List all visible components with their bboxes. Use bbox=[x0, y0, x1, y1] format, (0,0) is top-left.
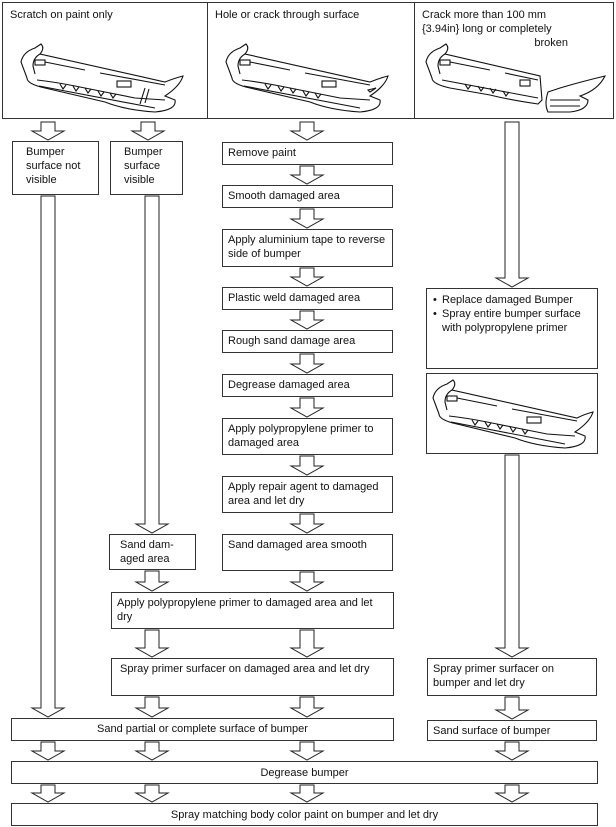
flow-arrow bbox=[289, 310, 325, 330]
step-text: Plastic weld damaged area bbox=[228, 292, 361, 304]
step-text: Bumper surface not visible bbox=[26, 146, 81, 186]
flow-arrow bbox=[289, 121, 325, 141]
flow-arrow bbox=[289, 353, 325, 374]
step-text: Apply repair agent to damaged area and l… bbox=[228, 481, 379, 507]
step-text: Sand partial or complete surface of bump… bbox=[97, 723, 308, 735]
flow-arrow bbox=[494, 454, 530, 658]
flow-arrow bbox=[289, 208, 325, 229]
header-broken-label-3: broken bbox=[534, 37, 568, 49]
flow-arrow bbox=[30, 784, 66, 803]
step-text: Spray primer surfacer on damaged area an… bbox=[120, 663, 370, 675]
header-broken-label-1: Crack more than 100 mm bbox=[422, 9, 547, 21]
flow-arrow bbox=[494, 741, 530, 761]
step-text: Apply polypropylene primer to damaged ar… bbox=[117, 597, 373, 623]
step-apply-primer-let-dry: Apply polypropylene primer to damaged ar… bbox=[111, 592, 394, 629]
step-spray-body-color: Spray matching body color paint on bumpe… bbox=[11, 803, 598, 826]
flow-arrow bbox=[289, 267, 325, 287]
flow-arrow bbox=[289, 397, 325, 418]
bullet-replace-bumper: Replace damaged Bumper bbox=[433, 293, 592, 307]
flow-arrow bbox=[289, 455, 325, 476]
header-hole-label: Hole or crack through surface bbox=[215, 9, 360, 21]
step-text: Remove paint bbox=[228, 147, 296, 159]
flow-arrow bbox=[134, 696, 170, 718]
step-remove-paint: Remove paint bbox=[222, 142, 393, 165]
bumper-scratch-illustration bbox=[20, 43, 184, 113]
flow-arrow bbox=[30, 121, 66, 141]
step-text: Smooth damaged area bbox=[228, 190, 340, 202]
step-spray-primer-bumper: Spray primer surfacer on bumper and let … bbox=[427, 658, 597, 696]
header-broken-label-2: {3.94in} long or completely bbox=[422, 23, 552, 35]
step-text: Rough sand damage area bbox=[228, 335, 356, 347]
step-text: Spray matching body color paint on bumpe… bbox=[170, 809, 439, 821]
step-text: Apply polypropylene primer to damaged ar… bbox=[228, 423, 374, 449]
flow-arrow bbox=[130, 121, 166, 141]
flow-arrow bbox=[494, 696, 530, 720]
step-bumper-surface-visible: Bumper surface visible bbox=[110, 141, 183, 195]
step-smooth-damaged-area: Smooth damaged area bbox=[222, 185, 393, 208]
new-bumper-frame bbox=[426, 373, 598, 454]
step-apply-repair-agent: Apply repair agent to damaged area and l… bbox=[222, 476, 393, 513]
flow-arrow bbox=[30, 741, 66, 761]
bumper-hole-illustration bbox=[225, 43, 389, 113]
step-degrease-damaged-area: Degrease damaged area bbox=[222, 374, 393, 397]
step-sand-partial-surface: Sand partial or complete surface of bump… bbox=[11, 718, 394, 741]
step-apply-polypropylene-primer-damaged: Apply polypropylene primer to damaged ar… bbox=[222, 418, 393, 455]
step-text: Degrease damaged area bbox=[228, 379, 350, 391]
step-replace-and-prime: Replace damaged Bumper Spray entire bump… bbox=[426, 288, 598, 369]
header-scratch-label: Scratch on paint only bbox=[10, 9, 113, 21]
step-sand-damaged-area-scratch: Sand dam-aged area bbox=[109, 534, 196, 570]
bullet-spray-primer: Spray entire bumper surface with polypro… bbox=[433, 307, 592, 335]
flow-arrow bbox=[494, 121, 530, 288]
flow-arrow bbox=[289, 629, 325, 658]
bumper-broken-illustration bbox=[425, 43, 607, 113]
flow-arrow bbox=[289, 571, 325, 592]
step-text: Sand damaged area smooth bbox=[228, 539, 367, 551]
step-spray-primer-damaged: Spray primer surfacer on damaged area an… bbox=[111, 658, 394, 696]
flow-arrow bbox=[289, 741, 325, 761]
new-bumper-illustration bbox=[432, 379, 594, 449]
flow-arrow bbox=[289, 696, 325, 718]
step-apply-aluminium-tape: Apply aluminium tape to reverse side of … bbox=[222, 229, 393, 267]
flow-arrow bbox=[289, 784, 325, 803]
step-plastic-weld: Plastic weld damaged area bbox=[222, 287, 393, 310]
flow-arrow bbox=[134, 784, 170, 803]
flow-arrow bbox=[134, 629, 170, 658]
step-sand-surface-of-bumper: Sand surface of bumper bbox=[427, 720, 597, 741]
step-degrease-bumper: Degrease bumper bbox=[11, 761, 598, 784]
flow-arrow bbox=[134, 195, 170, 534]
step-rough-sand: Rough sand damage area bbox=[222, 330, 393, 353]
step-bumper-surface-not-visible: Bumper surface not visible bbox=[12, 141, 99, 195]
flow-arrow bbox=[134, 741, 170, 761]
step-sand-damaged-area-smooth: Sand damaged area smooth bbox=[222, 534, 393, 571]
flow-arrow bbox=[289, 165, 325, 185]
step-text: Sand surface of bumper bbox=[433, 725, 551, 737]
step-text: Spray primer surfacer on bumper and let … bbox=[433, 663, 555, 689]
flow-arrow bbox=[30, 195, 66, 718]
flow-arrow bbox=[494, 784, 530, 803]
step-text: Apply aluminium tape to reverse side of … bbox=[228, 234, 386, 260]
flow-arrow bbox=[134, 570, 170, 592]
step-text: Bumper surface visible bbox=[124, 146, 163, 186]
header-broken: Crack more than 100 mm {3.94in} long or … bbox=[414, 2, 614, 119]
step-text: Sand dam-aged area bbox=[120, 539, 174, 565]
step-text: Degrease bumper bbox=[260, 767, 349, 779]
flow-arrow bbox=[289, 513, 325, 534]
